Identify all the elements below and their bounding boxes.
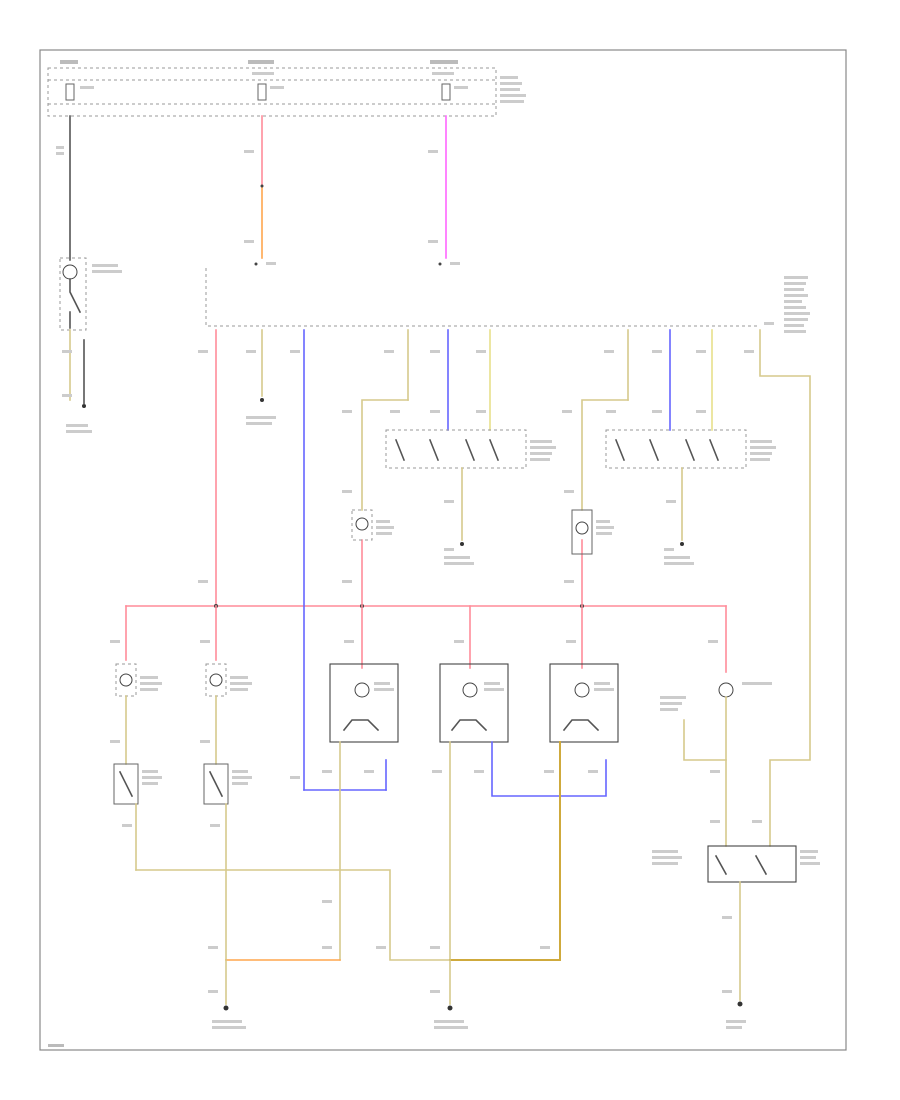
bottom-ground-wiring (135, 869, 561, 1011)
center-drop (246, 329, 276, 425)
bulb-icon (718, 682, 734, 698)
ground-icon (223, 1005, 229, 1011)
lamp-left-2 (203, 663, 229, 961)
switch-group-left (351, 329, 527, 546)
lamp-box-3 (549, 663, 619, 961)
lamp-box-2 (439, 663, 607, 961)
tan-wire-right (759, 329, 811, 847)
fuse-panel (47, 60, 526, 117)
blue-wire-left (303, 329, 387, 791)
bulb-icon (119, 673, 133, 687)
ground-icon (447, 1005, 453, 1011)
fuse-labels (60, 60, 526, 103)
left-supply-branch (56, 115, 122, 433)
right-supply-branch (428, 115, 460, 266)
bulb-icon (209, 673, 223, 687)
fuse-icon (65, 83, 451, 101)
red-bus (125, 329, 727, 673)
lamp-box-1 (329, 663, 399, 961)
label-blocks (48, 350, 820, 1047)
ground-icon (82, 404, 86, 408)
lamp-right (683, 682, 797, 1007)
connector-strip (205, 268, 810, 333)
bulb-icon (62, 264, 78, 280)
ground-icon (737, 1001, 743, 1007)
switch-icon (394, 438, 500, 462)
switch-icon (614, 438, 720, 462)
diagram-frame (39, 49, 847, 1051)
center-supply-branch (244, 115, 276, 266)
switch-group-right (571, 329, 747, 555)
lamp-left-1 (113, 663, 139, 871)
